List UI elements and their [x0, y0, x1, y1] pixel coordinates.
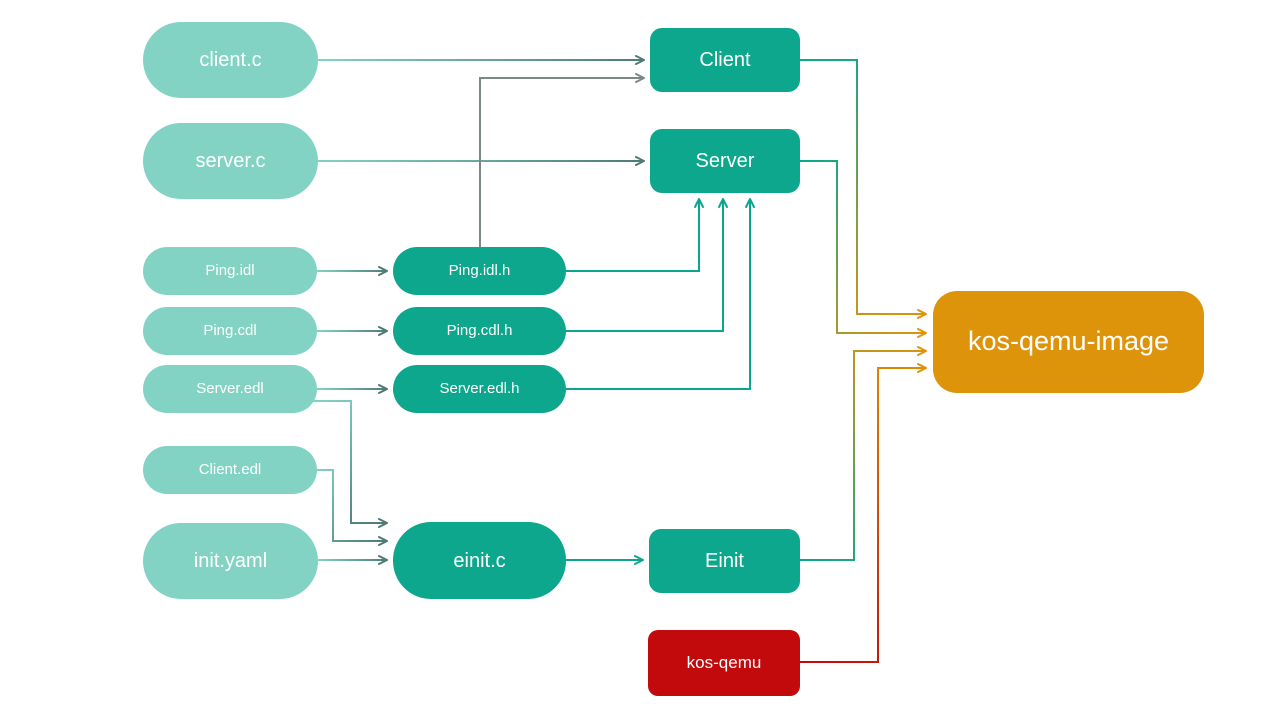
node-einit-c: einit.c — [393, 522, 566, 599]
node-ping-cdl-h: Ping.cdl.h — [393, 307, 566, 355]
edge-server-edl-to-einit-c — [312, 400, 388, 528]
node-ping-idl: Ping.idl — [143, 247, 317, 295]
node-init-yaml: init.yaml — [143, 523, 318, 599]
edge-client-to-kos-qemu-image — [795, 59, 927, 319]
node-einit-c-label: einit.c — [453, 549, 506, 572]
node-kos-qemu-label: kos-qemu — [686, 652, 762, 672]
node-client: Client — [650, 28, 800, 92]
edge-client-edl-to-einit-c — [310, 469, 388, 546]
node-kos-qemu: kos-qemu — [648, 630, 800, 696]
edge-ping-cdl-h-to-server — [560, 198, 728, 332]
node-server-edl-label: Server.edl — [196, 379, 264, 397]
node-client-edl-label: Client.edl — [198, 460, 262, 478]
node-ping-idl-h-label: Ping.idl.h — [448, 261, 511, 279]
node-client-c-label: client.c — [199, 49, 262, 71]
edge-einit-to-kos-qemu-image — [795, 346, 927, 561]
node-init-yaml-label: init.yaml — [193, 550, 268, 572]
node-client-label: Client — [699, 49, 751, 71]
node-server-c: server.c — [143, 123, 318, 199]
node-server-edl-h-label: Server.edl.h — [439, 379, 520, 397]
node-kos-qemu-image: kos-qemu-image — [933, 291, 1204, 393]
node-einit: Einit — [649, 529, 800, 593]
node-kos-qemu-image-label: kos-qemu-image — [967, 326, 1170, 357]
node-server-edl: Server.edl — [143, 365, 317, 413]
node-client-c: client.c — [143, 22, 318, 98]
node-server: Server — [650, 129, 800, 193]
node-client-edl: Client.edl — [143, 446, 317, 494]
node-server-c-label: server.c — [195, 150, 266, 172]
node-ping-idl-label: Ping.idl — [205, 261, 255, 279]
edge-ping-idl-h-to-server — [560, 198, 704, 272]
node-ping-cdl-h-label: Ping.cdl.h — [446, 321, 513, 339]
edge-ping-idl-h-to-client — [479, 73, 645, 247]
node-server-label: Server — [695, 150, 755, 172]
node-ping-cdl: Ping.cdl — [143, 307, 317, 355]
node-einit-label: Einit — [705, 550, 744, 572]
node-ping-cdl-label: Ping.cdl — [203, 321, 257, 339]
edge-server-to-kos-qemu-image — [795, 160, 927, 338]
node-ping-idl-h: Ping.idl.h — [393, 247, 566, 295]
node-server-edl-h: Server.edl.h — [393, 365, 566, 413]
edge-server-edl-h-to-server — [560, 198, 755, 390]
edge-kos-qemu-to-kos-qemu-image — [795, 363, 927, 663]
